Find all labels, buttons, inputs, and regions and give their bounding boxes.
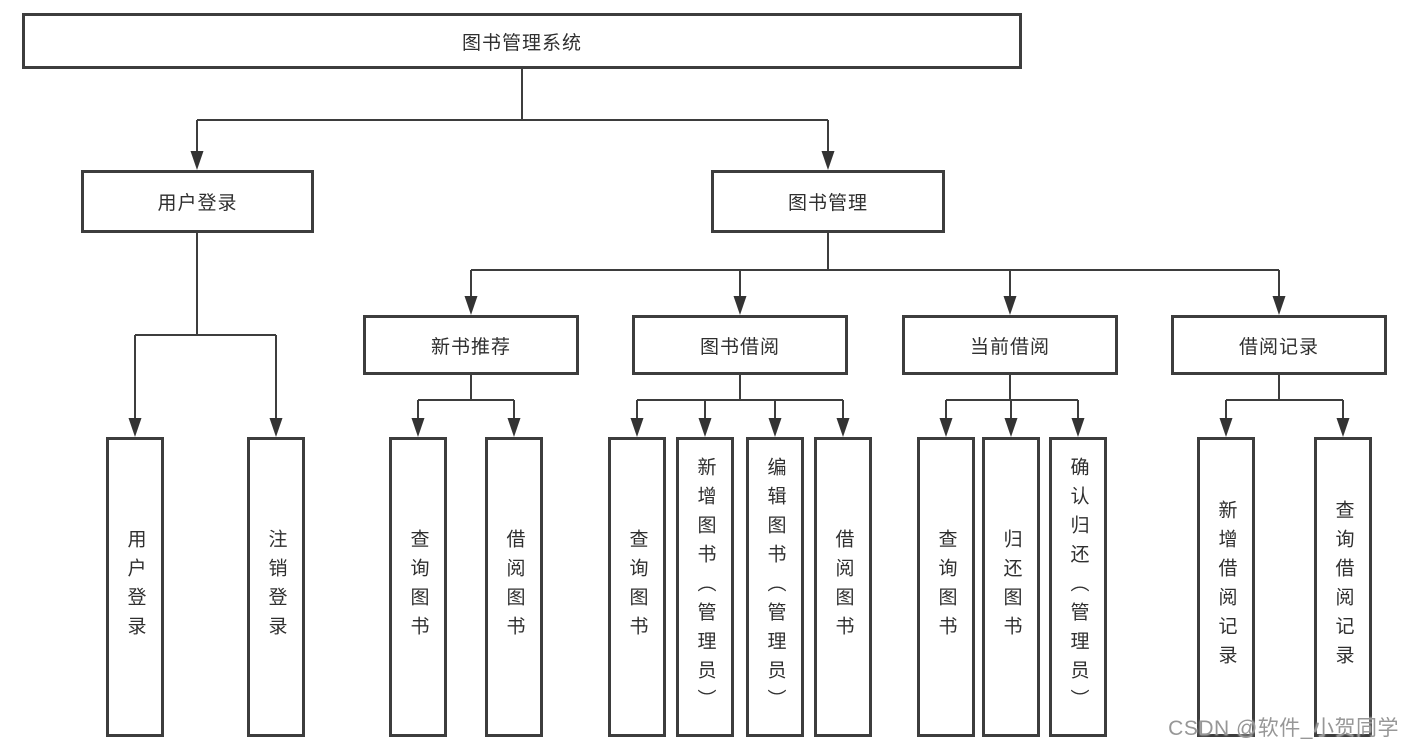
- arrowhead: [698, 418, 712, 437]
- edge-root-bus: [196, 67, 829, 153]
- edge-current-bus: [945, 373, 1079, 420]
- node-new-book-recommend: 新书推荐: [363, 315, 579, 375]
- edge-new-book-bus: [417, 373, 515, 420]
- arrowhead: [411, 418, 425, 437]
- leaf-query-books-recommend: 查询图书: [389, 437, 447, 737]
- arrowhead: [1219, 418, 1233, 437]
- leaf-return-books: 归还图书: [982, 437, 1040, 737]
- edge-book-mgmt-bus: [470, 231, 1280, 298]
- leaf-borrow-books: 借阅图书: [814, 437, 872, 737]
- leaf-add-borrow-record: 新增借阅记录: [1197, 437, 1255, 737]
- node-user-login: 用户登录: [81, 170, 314, 233]
- leaf-user-login: 用户登录: [106, 437, 164, 737]
- leaf-confirm-return-admin: 确认归还（管理员）: [1049, 437, 1107, 737]
- arrowhead: [1272, 296, 1286, 315]
- node-book-management: 图书管理: [711, 170, 945, 233]
- arrowheads: [128, 151, 1350, 437]
- arrowhead: [1003, 296, 1017, 315]
- arrowhead: [507, 418, 521, 437]
- leaf-query-borrow-record: 查询借阅记录: [1314, 437, 1372, 737]
- node-library-management-system: 图书管理系统: [22, 13, 1022, 69]
- arrowhead: [464, 296, 478, 315]
- arrowhead: [768, 418, 782, 437]
- arrowhead: [939, 418, 953, 437]
- edge-records-bus: [1225, 373, 1344, 420]
- leaf-add-books-admin: 新增图书（管理员）: [676, 437, 734, 737]
- csdn-watermark: CSDN @软件_小贺同学: [1168, 717, 1399, 740]
- leaf-logout: 注销登录: [247, 437, 305, 737]
- leaf-borrow-books-recommend: 借阅图书: [485, 437, 543, 737]
- arrowhead: [128, 418, 142, 437]
- arrowhead: [190, 151, 204, 170]
- arrowhead: [1336, 418, 1350, 437]
- leaf-query-books-borrow: 查询图书: [608, 437, 666, 737]
- arrowhead: [1071, 418, 1085, 437]
- connector-lines: [134, 67, 1344, 420]
- arrowhead: [269, 418, 283, 437]
- leaf-edit-books-admin: 编辑图书（管理员）: [746, 437, 804, 737]
- arrowhead: [836, 418, 850, 437]
- node-current-borrow: 当前借阅: [902, 315, 1118, 375]
- edge-borrow-bus: [636, 373, 844, 420]
- arrowhead: [821, 151, 835, 170]
- node-borrow-records: 借阅记录: [1171, 315, 1387, 375]
- edge-user-login-bus: [134, 231, 277, 420]
- arrowhead: [1004, 418, 1018, 437]
- arrowhead: [630, 418, 644, 437]
- node-book-borrow: 图书借阅: [632, 315, 848, 375]
- arrowhead: [733, 296, 747, 315]
- leaf-query-books-current: 查询图书: [917, 437, 975, 737]
